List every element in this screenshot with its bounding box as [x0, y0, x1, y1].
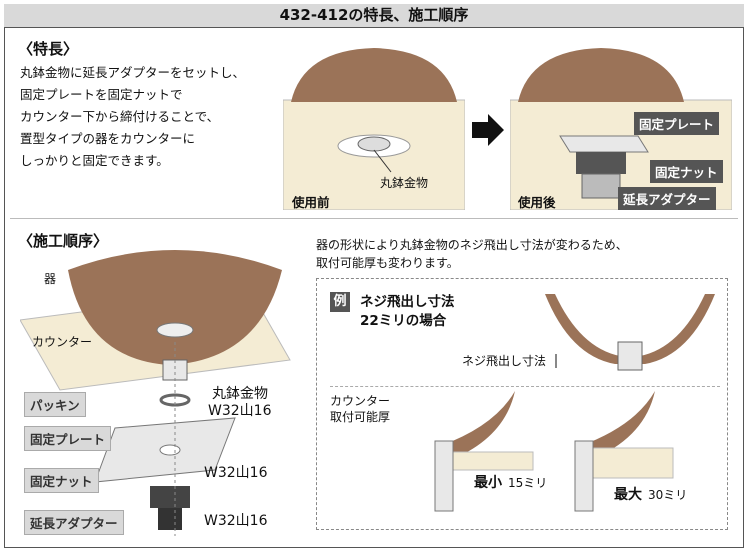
- features-line: 置型タイプの器をカウンターに: [20, 131, 196, 146]
- vessel-section: [440, 391, 515, 458]
- plate-hole: [159, 444, 181, 456]
- counter-section: [592, 447, 674, 479]
- fitting-section: [574, 440, 594, 512]
- max-label: 最大: [614, 487, 642, 503]
- fitting-section: [434, 440, 454, 512]
- bowl-fitting-label: 丸鉢金物: [212, 386, 268, 402]
- thread-label-1: W32山16: [208, 403, 272, 419]
- extension-adapter-shape: [158, 508, 182, 530]
- min-value: 15ミリ: [508, 476, 548, 490]
- fixing-plate-shape: [559, 135, 649, 153]
- vessel-inner: [555, 294, 705, 356]
- after-label-adapter: 延長アダプター: [618, 187, 716, 210]
- after-caption: 使用後: [518, 195, 556, 210]
- example-protrusion-illustration: [545, 294, 715, 371]
- page-title: 432-412の特長、施工順序: [4, 4, 744, 28]
- features-heading: 〈特長〉: [18, 40, 79, 58]
- before-illustration: [283, 48, 465, 210]
- example-badge: 例: [330, 292, 350, 312]
- note-line-2: 取付可能厚も変わります。: [316, 256, 459, 270]
- features-line: 丸鉢金物に延長アダプターをセットし、: [20, 65, 246, 80]
- fixing-nut-shape: [150, 486, 190, 508]
- counter-section: [452, 451, 534, 471]
- before-caption: 使用前: [292, 195, 330, 210]
- features-line: しっかりと固定できます。: [20, 153, 169, 168]
- fixing-nut-shape: [576, 152, 626, 174]
- note-line-1: 器の形状により丸鉢金物のネジ飛出し寸法が変わるため、: [316, 238, 628, 252]
- after-label-plate: 固定プレート: [634, 112, 720, 135]
- example-title-2: 22ミリの場合: [360, 313, 447, 329]
- procedure-heading: 〈施工順序〉: [18, 232, 109, 250]
- exploded-view-illustration: [20, 250, 291, 536]
- min-thickness-illustration: [434, 391, 534, 512]
- vessel-bowl: [68, 250, 282, 365]
- adapter-label: 延長アダプター: [24, 510, 124, 535]
- features-text: 丸鉢金物に延長アダプターをセットし、 固定プレートを固定ナットで カウンター下か…: [20, 62, 245, 172]
- thickness-label-2: 取付可能厚: [330, 410, 391, 424]
- nut-label: 固定ナット: [24, 468, 99, 493]
- before-part-label: 丸鉢金物: [380, 176, 429, 190]
- after-label-nut: 固定ナット: [650, 160, 723, 183]
- bowl-fitting-shape: [617, 341, 643, 371]
- thread-label-2: W32山16: [204, 465, 268, 481]
- max-value: 30ミリ: [648, 488, 688, 502]
- counter-label: カウンター: [32, 335, 93, 349]
- thread-label-3: W32山16: [204, 513, 268, 529]
- protrusion-dim-label: ネジ飛出し寸法: [462, 354, 547, 368]
- arrow-icon: [472, 114, 504, 146]
- bowl-fitting-top: [156, 322, 194, 338]
- thickness-label-1: カウンター: [330, 394, 391, 408]
- example-title-1: ネジ飛出し寸法: [360, 294, 455, 310]
- vessel-bowl: [518, 48, 684, 102]
- packing-label: パッキン: [24, 392, 86, 417]
- min-label: 最小: [474, 475, 502, 491]
- example-divider: [330, 386, 720, 388]
- section-divider: [10, 218, 738, 219]
- after-illustration: [510, 48, 732, 210]
- example-box: [316, 278, 728, 530]
- leader-line: [373, 149, 392, 173]
- vessel-label: 器: [44, 272, 57, 286]
- bowl-fitting-shape: [357, 136, 391, 152]
- max-thickness-illustration: [574, 391, 674, 512]
- features-line: カウンター下から締付けることで、: [20, 109, 220, 124]
- features-line: 固定プレートを固定ナットで: [20, 87, 183, 102]
- extension-adapter-shape: [581, 173, 621, 199]
- vessel-bowl: [291, 48, 457, 102]
- plate-label: 固定プレート: [24, 426, 112, 451]
- vessel-section: [580, 391, 655, 458]
